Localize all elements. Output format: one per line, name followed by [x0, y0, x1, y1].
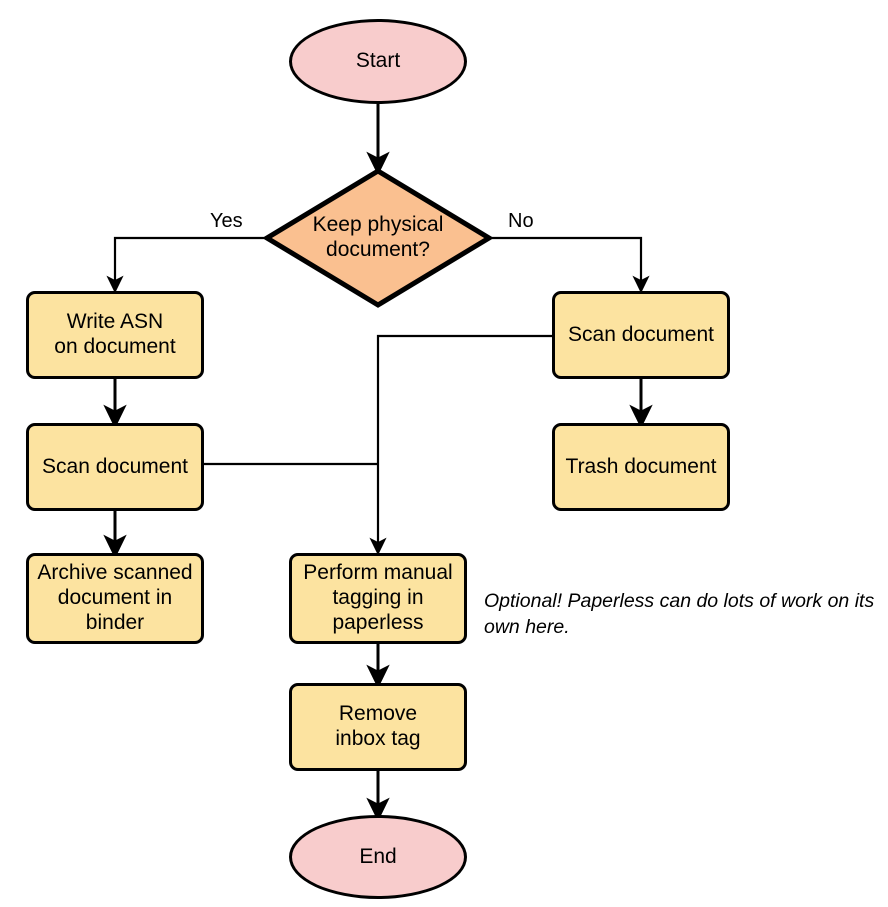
node-archive-scanned-document[interactable]: Archive scanned document in binder: [26, 553, 204, 644]
edge-label-yes: Yes: [210, 210, 243, 232]
annotation-optional-note: Optional! Paperless can do lots of work …: [484, 590, 875, 638]
node-scan-document-right[interactable]: Scan document: [552, 291, 730, 379]
node-start-label: Start: [355, 49, 401, 73]
edge-scan-right-to-manual-tagging: [369, 334, 552, 556]
node-perform-manual-tagging-label: Perform manual tagging in paperless: [303, 561, 453, 634]
node-end[interactable]: End: [289, 815, 467, 899]
node-trash-document-label: Trash document: [565, 454, 717, 478]
node-trash-document[interactable]: Trash document: [552, 423, 730, 511]
node-scan-document-left-label: Scan document: [42, 454, 188, 478]
node-scan-document-right-label: Scan document: [568, 322, 714, 346]
edge-decision-no-to-scan-right: [492, 236, 650, 294]
edge-decision-yes-to-write-asn: [106, 236, 264, 294]
edge-label-no: No: [508, 210, 534, 232]
node-decision-keep-physical-document[interactable]: Keep physical document?: [264, 168, 492, 308]
node-remove-inbox-tag[interactable]: Remove inbox tag: [289, 683, 467, 771]
node-scan-document-left[interactable]: Scan document: [26, 423, 204, 511]
node-end-label: End: [359, 844, 397, 868]
node-archive-scanned-document-label: Archive scanned document in binder: [37, 561, 193, 634]
node-write-asn-label: Write ASN on document: [54, 310, 176, 358]
node-perform-manual-tagging[interactable]: Perform manual tagging in paperless: [289, 553, 467, 644]
node-remove-inbox-tag-label: Remove inbox tag: [335, 702, 421, 750]
node-start[interactable]: Start: [289, 19, 467, 104]
node-decision-label: Keep physical document?: [312, 213, 444, 261]
diamond-shape: [264, 168, 492, 308]
node-write-asn[interactable]: Write ASN on document: [26, 291, 204, 379]
